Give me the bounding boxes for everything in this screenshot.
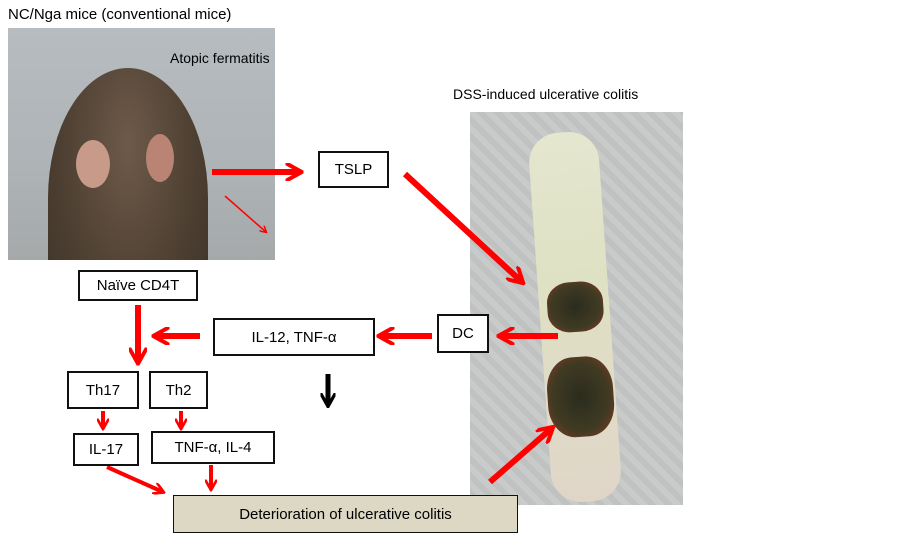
box-tnf-il4: TNF-α, IL-4 (151, 431, 275, 464)
box-dc: DC (437, 314, 489, 353)
box-outcome: Deterioration of ulcerative colitis (173, 495, 518, 533)
mouse-label: Atopic fermatitis (170, 50, 270, 66)
box-th2: Th2 (149, 371, 208, 409)
mouse-ear-left (76, 140, 110, 188)
thin-arrow (224, 195, 266, 232)
mouse-ear-right (146, 134, 174, 182)
arrow-tslp-to-colon (402, 171, 522, 282)
colon-photo (470, 112, 683, 505)
figure-title: NC/Nga mice (conventional mice) (8, 6, 232, 23)
colon-label: DSS-induced ulcerative colitis (453, 86, 639, 102)
box-il12-tnf: IL-12, TNF-α (213, 318, 375, 356)
box-il17: IL-17 (73, 433, 139, 466)
box-tslp: TSLP (318, 151, 389, 188)
mouse-photo (8, 28, 275, 260)
box-naive-cd4t: Naïve CD4T (78, 270, 198, 301)
box-th17: Th17 (67, 371, 139, 409)
arrow-colitis-to-colon (488, 428, 552, 485)
arrow-il17-to-outcome (106, 465, 163, 492)
